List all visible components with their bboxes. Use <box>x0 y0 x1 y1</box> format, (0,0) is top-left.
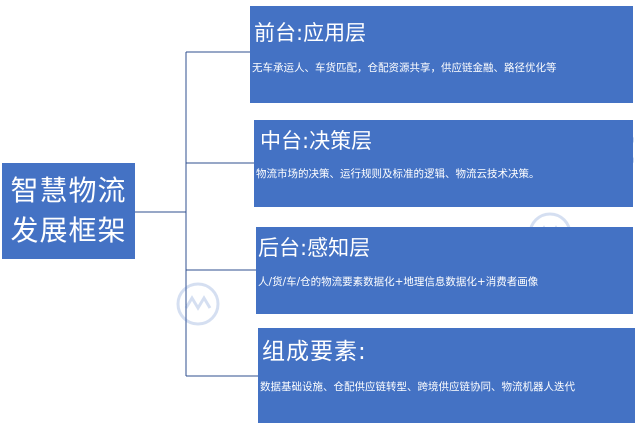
node-frontend-application: 前台:应用层 无车承运人、车货匹配，仓配资源共享，供应链金融、路径优化等 <box>250 6 633 103</box>
node-description: 物流市场的决策、运行规则及标准的逻辑、物流云技术决策。 <box>256 168 540 180</box>
node-title: 中台:决策层 <box>260 129 373 153</box>
node-middle-decision: 中台:决策层 物流市场的决策、运行规则及标准的逻辑、物流云技术决策。 <box>254 120 633 207</box>
watermark-logo-icon <box>528 212 572 256</box>
watermark-logo-icon <box>601 131 634 169</box>
node-description: 人/货/车/仓的物流要素数据化+地理信息数据化+消费者画像 <box>258 276 539 288</box>
watermark-logo-icon <box>176 282 220 326</box>
node-title: 组成要素: <box>262 339 367 365</box>
node-title: 前台:应用层 <box>254 21 367 45</box>
node-components: 组成要素: 数据基础设施、仓配供应链转型、跨境供应链协同、物流机器人迭代 <box>258 328 635 423</box>
node-description: 数据基础设施、仓配供应链转型、跨境供应链协同、物流机器人迭代 <box>260 381 575 393</box>
root-title-line-2: 发展框架 <box>10 214 127 247</box>
node-description: 无车承运人、车货匹配，仓配资源共享，供应链金融、路径优化等 <box>252 62 557 74</box>
root-title-line-1: 智慧物流 <box>10 174 127 207</box>
node-title: 后台:感知层 <box>258 236 371 260</box>
node-backend-perception: 后台:感知层 人/货/车/仓的物流要素数据化+地理信息数据化+消费者画像 <box>256 227 633 314</box>
root-node: 智慧物流 发展框架 <box>2 163 135 259</box>
